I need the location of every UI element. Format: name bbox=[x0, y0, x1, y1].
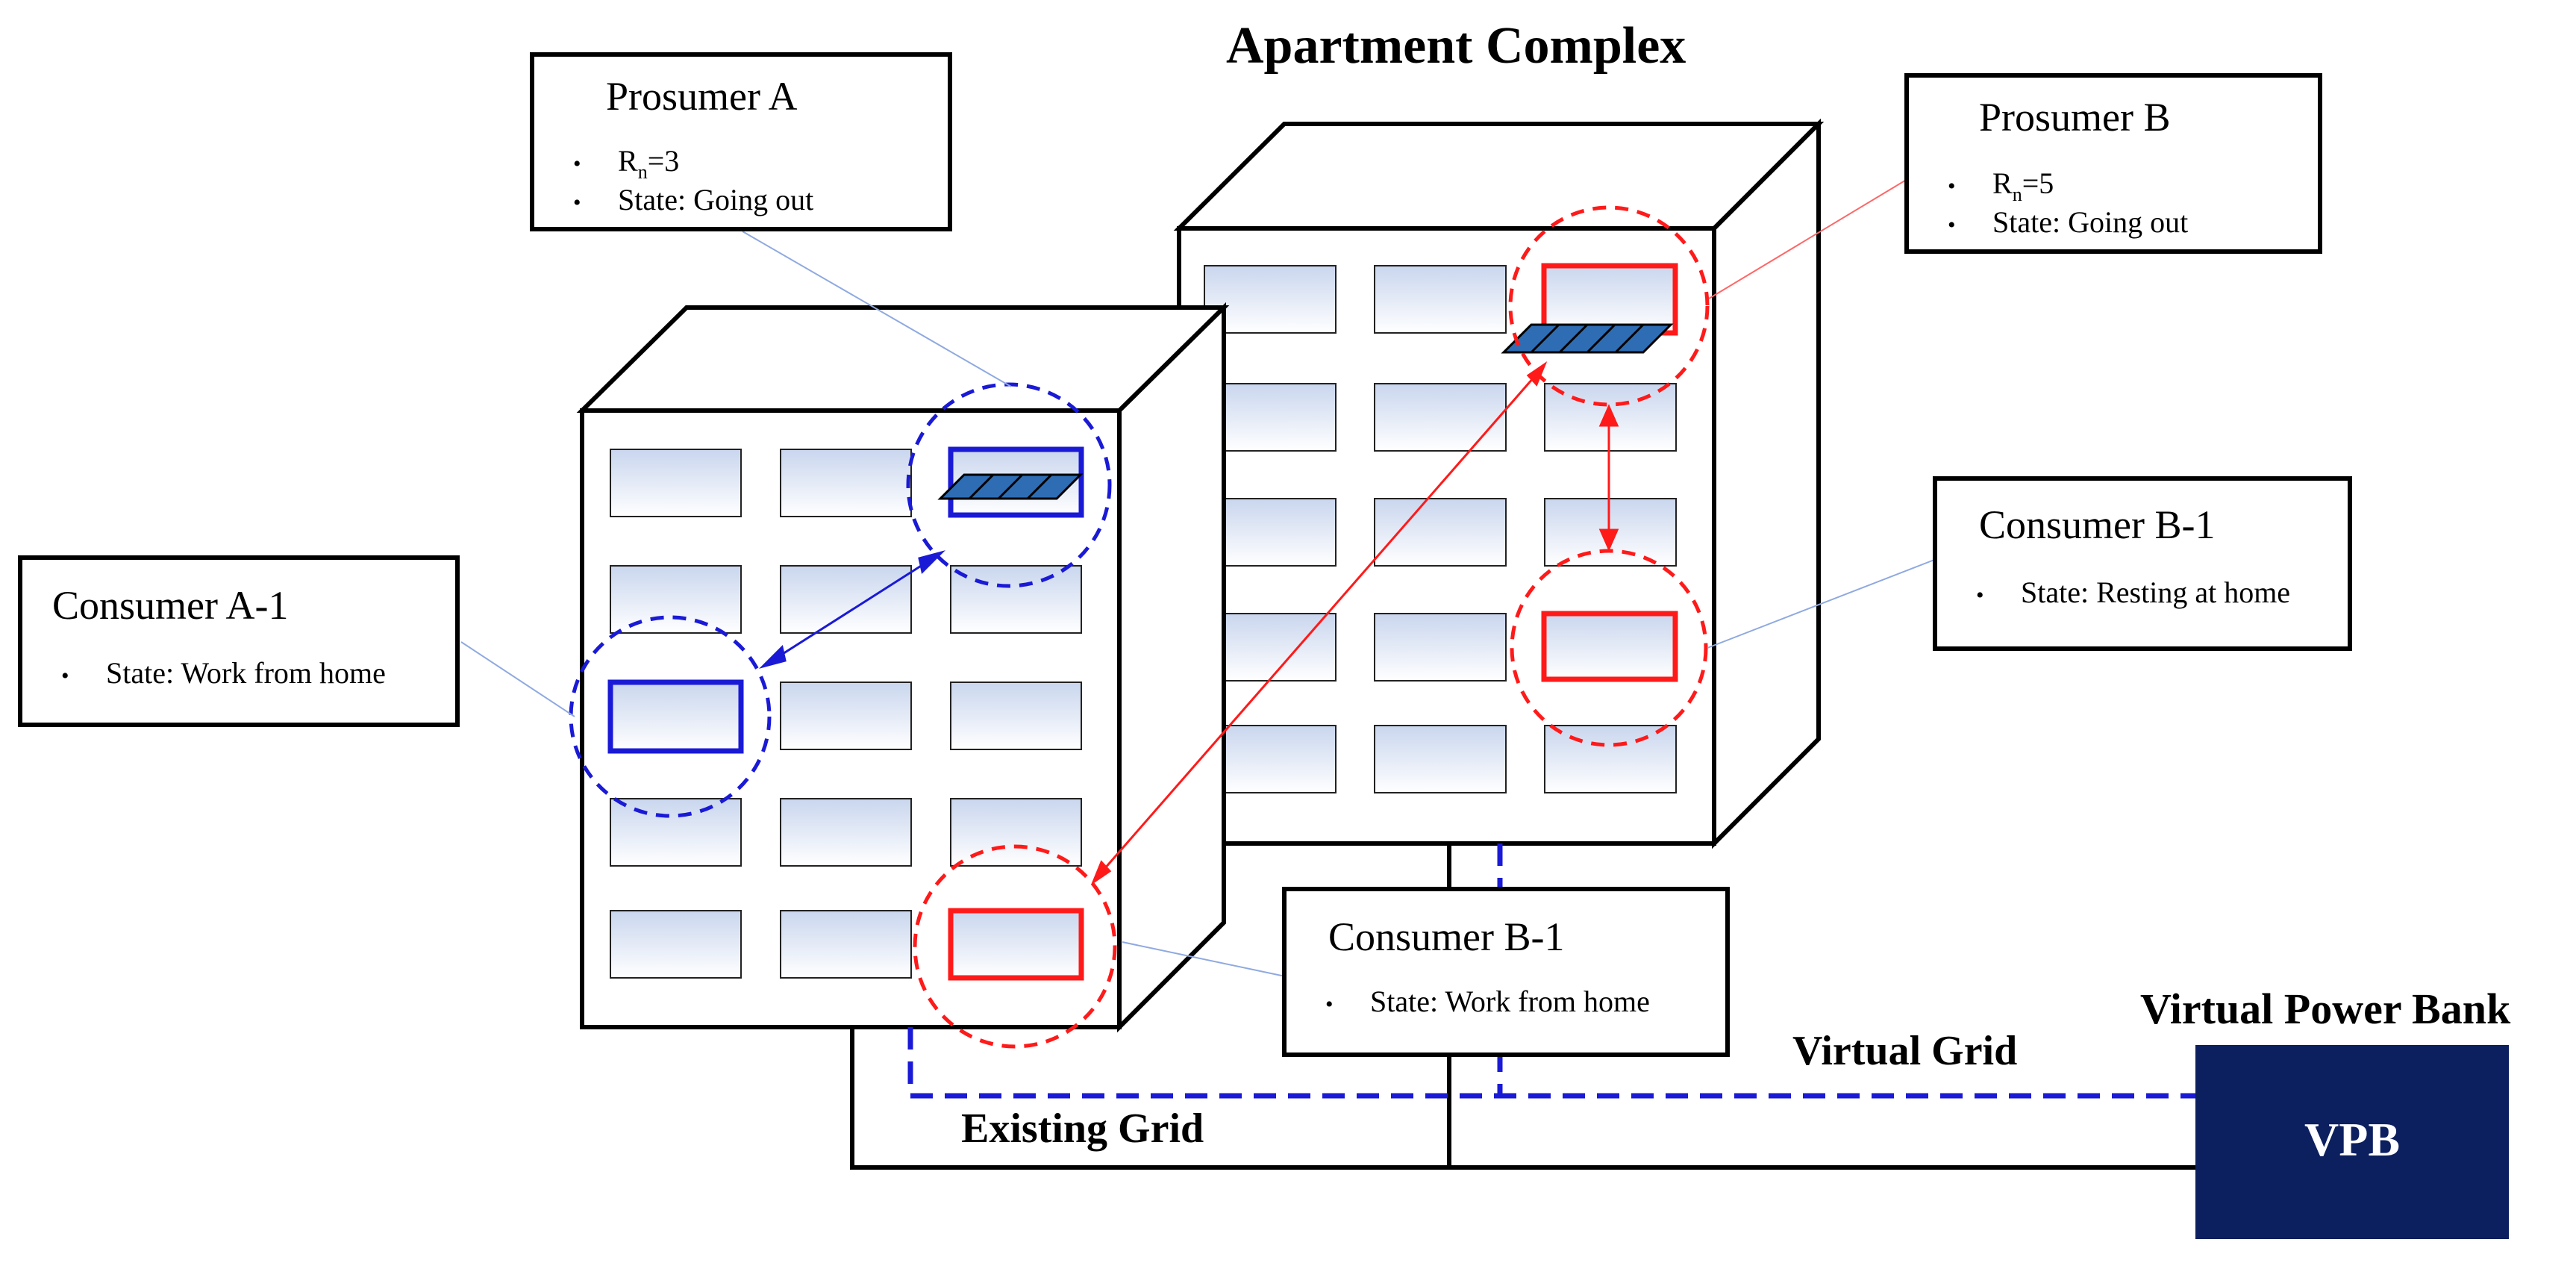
prosumer-a-state: •State: Going out bbox=[573, 183, 814, 216]
building-a-window bbox=[780, 565, 912, 634]
consumer-a1-circle bbox=[569, 615, 772, 818]
consumer-b1-bottom-circle bbox=[913, 844, 1117, 1049]
building-b bbox=[1173, 118, 1825, 849]
building-a-window bbox=[610, 449, 742, 517]
prosumer-a-box: Prosumer A •Rn=3 •State: Going out bbox=[530, 52, 952, 231]
solar-panel-b bbox=[1501, 323, 1674, 354]
building-a-window bbox=[610, 798, 742, 867]
consumer-b1-right-box: Consumer B-1 •State: Resting at home bbox=[1933, 476, 2352, 651]
prosumer-b-box: Prosumer B •Rn=5 •State: Going out bbox=[1904, 73, 2322, 254]
vpb-label: VPB bbox=[2304, 1113, 2400, 1166]
solar-panel-a bbox=[937, 473, 1084, 500]
consumer-b1-right-state: •State: Resting at home bbox=[1976, 576, 2291, 609]
building-b-window bbox=[1544, 725, 1677, 793]
existing-grid-label: Existing Grid bbox=[961, 1105, 1204, 1152]
building-b-window bbox=[1374, 498, 1507, 567]
consumer-a1-box: Consumer A-1 •State: Work from home bbox=[18, 555, 460, 727]
building-b-window bbox=[1374, 725, 1507, 793]
building-a-windows bbox=[610, 449, 1082, 979]
prosumer-b-window bbox=[1541, 263, 1678, 336]
building-a-top bbox=[576, 305, 1230, 413]
building-a-window bbox=[780, 798, 912, 867]
consumer-b1-bottom-title: Consumer B-1 bbox=[1328, 914, 1565, 959]
building-b-window bbox=[1204, 613, 1337, 682]
consumer-b1-bottom-state: •State: Work from home bbox=[1325, 985, 1650, 1018]
building-a-window bbox=[950, 798, 1082, 867]
consumer-a1-window bbox=[607, 679, 744, 754]
virtual-grid-label: Virtual Grid bbox=[1792, 1028, 2018, 1074]
prosumer-b-circle bbox=[1508, 205, 1710, 407]
exchange-arrow-b-diagonal bbox=[1090, 361, 1548, 886]
exchange-arrow-a bbox=[758, 550, 946, 669]
diagram-title: Apartment Complex bbox=[1226, 17, 1686, 75]
building-b-window bbox=[1374, 613, 1507, 682]
building-a-window bbox=[610, 910, 742, 979]
building-b-window bbox=[1374, 383, 1507, 452]
consumer-b1-bottom-window bbox=[948, 908, 1084, 981]
consumer-a1-title: Consumer A-1 bbox=[52, 583, 289, 628]
consumer-b1-right-title: Consumer B-1 bbox=[1979, 502, 2216, 547]
leader-lines bbox=[460, 178, 1935, 977]
building-a-window bbox=[780, 682, 912, 750]
prosumer-a-rn: •Rn=3 bbox=[573, 144, 680, 183]
building-a-window bbox=[610, 565, 742, 634]
prosumer-a-circle bbox=[906, 382, 1112, 588]
building-a-window bbox=[780, 910, 912, 979]
consumer-a1-state: •State: Work from home bbox=[61, 656, 386, 690]
consumer-b1-right-window bbox=[1541, 611, 1678, 682]
building-b-window bbox=[1204, 265, 1337, 334]
building-a-window bbox=[950, 682, 1082, 750]
consumer-b1-bottom-box: Consumer B-1 •State: Work from home bbox=[1282, 887, 1730, 1057]
building-b-top bbox=[1173, 122, 1825, 231]
building-b-window bbox=[1204, 498, 1337, 567]
vpb-heading: Virtual Power Bank bbox=[2140, 985, 2511, 1033]
building-a-side bbox=[1117, 302, 1226, 1033]
exchange-arrow-b-vertical bbox=[1598, 404, 1619, 552]
building-a bbox=[576, 302, 1230, 1033]
building-b-window bbox=[1374, 265, 1507, 334]
building-a-window bbox=[950, 565, 1082, 634]
building-a-window bbox=[780, 449, 912, 517]
building-b-windows bbox=[1204, 265, 1677, 793]
prosumer-b-state: •State: Going out bbox=[1948, 205, 2189, 239]
prosumer-a-title: Prosumer A bbox=[606, 74, 798, 119]
building-b-side bbox=[1712, 118, 1821, 849]
prosumer-b-rn: •Rn=5 bbox=[1948, 166, 2054, 205]
vpb-box bbox=[2195, 1045, 2509, 1239]
prosumer-b-title: Prosumer B bbox=[1979, 95, 2171, 140]
